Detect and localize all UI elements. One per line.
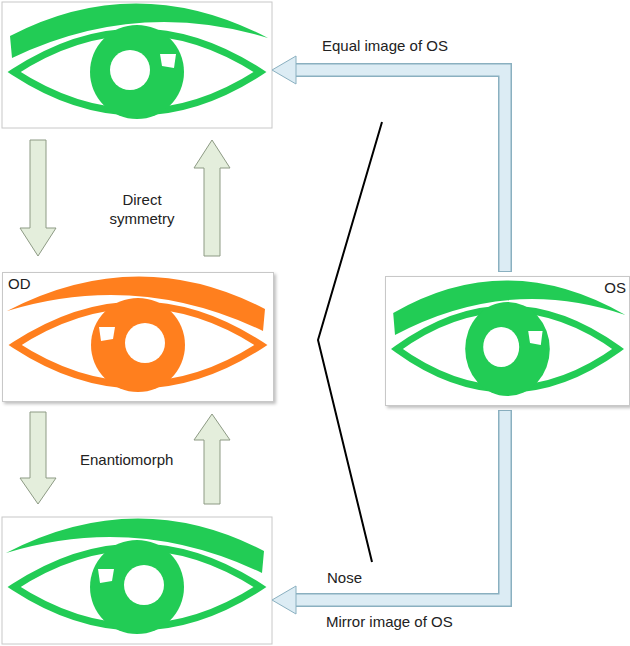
nose-line	[318, 122, 382, 562]
annotation-label: Direct symmetry	[92, 190, 192, 228]
annotation-label: Enantiomorph	[80, 450, 173, 469]
eye-illustration	[386, 277, 629, 405]
eye-illustration	[3, 273, 273, 401]
eye-bottom	[6, 518, 264, 634]
eye-heading: OD	[7, 275, 32, 293]
eye-os: OS	[385, 276, 630, 406]
annotation-label: Nose	[327, 568, 362, 587]
annotation-label: Mirror image of OS	[326, 612, 453, 631]
annotation-label: Equal image of OS	[322, 36, 448, 55]
eye-top	[10, 3, 268, 119]
eye-heading: OS	[603, 279, 627, 297]
eye-od: OD	[2, 272, 274, 402]
